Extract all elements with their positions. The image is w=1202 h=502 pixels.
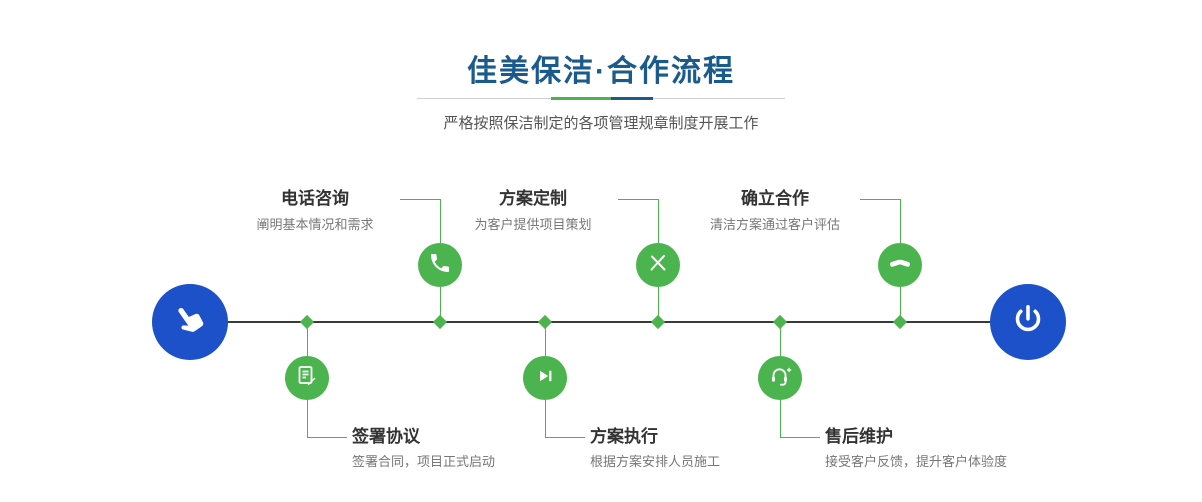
step-circle-contract (285, 356, 329, 400)
power-icon (1010, 302, 1046, 343)
step-circle-design (636, 243, 680, 287)
start-terminal (152, 284, 228, 360)
step-circle-phone (418, 243, 462, 287)
step-desc: 为客户提供项目策划 (474, 217, 592, 232)
step-label-handshake: 确立合作 清洁方案通过客户评估 (695, 188, 855, 233)
divider-accent-green (551, 97, 611, 100)
timeline-node-diamond (650, 314, 666, 330)
step-desc: 阐明基本情况和需求 (256, 217, 374, 232)
step-title: 电话咨询 (281, 189, 349, 208)
connector-line (780, 400, 781, 438)
step-circle-handshake (878, 243, 922, 287)
end-terminal (990, 284, 1066, 360)
connector-line (658, 287, 659, 317)
connector-line (658, 199, 659, 243)
step-title: 确立合作 (741, 189, 809, 208)
step-desc: 接受客户反馈，提升客户体验度 (825, 454, 1008, 469)
connector-line (307, 327, 308, 356)
step-label-contract: 签署协议 签署合同，项目正式启动 (352, 427, 495, 470)
connector-line (780, 327, 781, 356)
pointing-hand-icon (162, 293, 218, 350)
step-title: 售后维护 (825, 427, 893, 446)
connector-line (900, 287, 901, 317)
connector-line (440, 287, 441, 317)
connector-line (545, 400, 546, 438)
page-title: 佳美保洁·合作流程 (467, 55, 735, 88)
connector-line (545, 327, 546, 356)
step-circle-aftersale (758, 356, 802, 400)
connector-line (618, 199, 658, 200)
timeline-line (190, 321, 1028, 323)
headset-icon (768, 364, 792, 393)
step-desc: 签署合同，项目正式启动 (352, 454, 496, 469)
step-desc: 根据方案安排人员施工 (590, 454, 721, 469)
connector-line (860, 199, 900, 200)
step-label-design: 方案定制 为客户提供项目策划 (453, 188, 613, 233)
play-icon (533, 364, 557, 393)
step-label-execute: 方案执行 根据方案安排人员施工 (590, 427, 720, 470)
page-subtitle: 严格按照保洁制定的各项管理规章制度开展工作 (443, 115, 759, 132)
step-circle-execute (523, 356, 567, 400)
step-desc: 清洁方案通过客户评估 (709, 217, 840, 232)
connector-line (780, 437, 820, 438)
connector-line (307, 400, 308, 438)
connector-line (307, 437, 347, 438)
title-divider (417, 97, 785, 100)
step-label-aftersale: 售后维护 接受客户反馈，提升客户体验度 (825, 427, 1007, 470)
connector-line (400, 199, 440, 200)
handshake-icon (887, 250, 913, 281)
divider-accent-blue (611, 97, 653, 100)
contract-icon (295, 364, 319, 393)
timeline-node-diamond (432, 314, 448, 330)
step-title: 签署协议 (352, 427, 420, 446)
design-tools-icon (646, 251, 670, 280)
connector-line (545, 437, 585, 438)
step-title: 方案执行 (590, 427, 658, 446)
timeline-node-diamond (892, 314, 908, 330)
step-label-phone: 电话咨询 阐明基本情况和需求 (235, 188, 395, 233)
phone-icon (428, 251, 452, 280)
connector-line (900, 199, 901, 243)
connector-line (440, 199, 441, 243)
step-title: 方案定制 (499, 189, 567, 208)
